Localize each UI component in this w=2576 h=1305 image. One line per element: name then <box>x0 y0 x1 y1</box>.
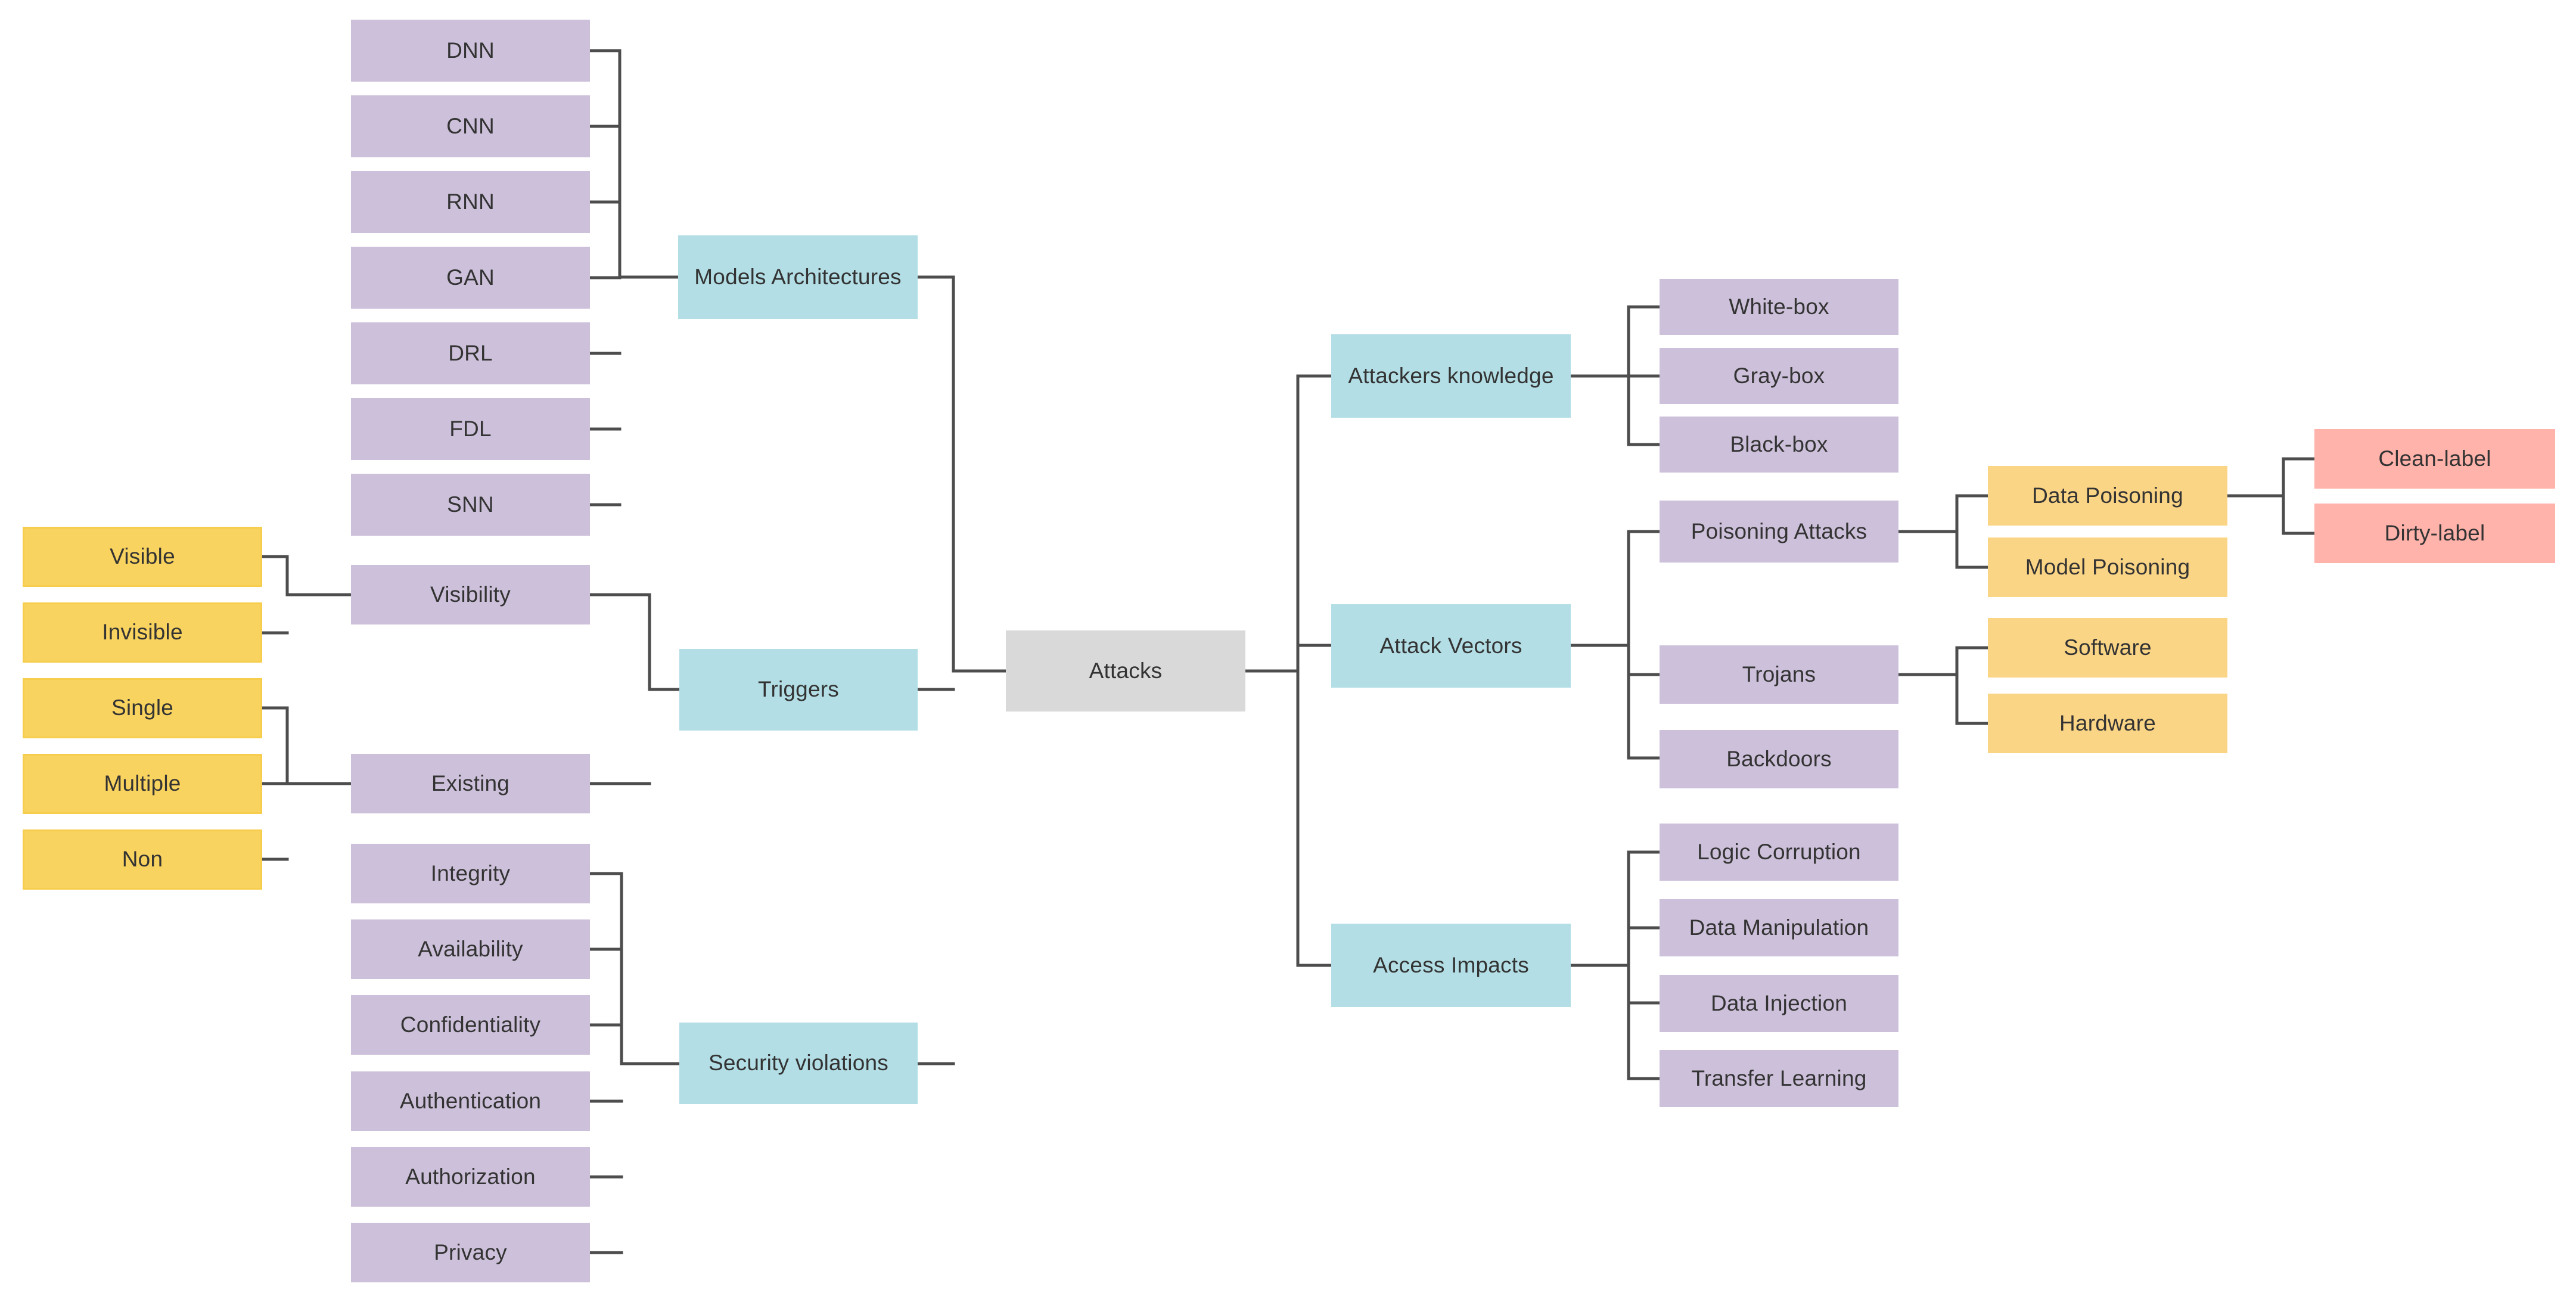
node-gray-box[interactable]: Gray-box <box>1660 348 1898 404</box>
edge-attacks-knowledge <box>1244 374 1333 673</box>
edge-models-attacks <box>916 275 1008 673</box>
node-authorization[interactable]: Authorization <box>351 1147 590 1207</box>
edge-knowledge-whitebox <box>1569 305 1661 378</box>
node-data-manipulation[interactable]: Data Manipulation <box>1660 899 1898 956</box>
node-non[interactable]: Non <box>23 829 262 890</box>
edge-dnn-models <box>588 49 680 279</box>
edge-visibility-triggers <box>588 593 681 691</box>
node-software[interactable]: Software <box>1988 618 2227 678</box>
node-logic-corruption[interactable]: Logic Corruption <box>1660 824 1898 881</box>
node-availability[interactable]: Availability <box>351 919 590 979</box>
node-access-impacts[interactable]: Access Impacts <box>1331 924 1571 1007</box>
node-backdoors[interactable]: Backdoors <box>1660 730 1898 788</box>
node-triggers[interactable]: Triggers <box>679 649 918 731</box>
node-data-poisoning[interactable]: Data Poisoning <box>1988 466 2227 526</box>
node-multiple[interactable]: Multiple <box>23 754 262 814</box>
node-trojans[interactable]: Trojans <box>1660 645 1898 704</box>
edge-vectors-poisoning <box>1569 530 1661 647</box>
edge-datapoisoning-cleanlabel <box>2226 457 2316 498</box>
node-models-architectures[interactable]: Models Architectures <box>678 235 918 319</box>
node-data-injection[interactable]: Data Injection <box>1660 975 1898 1032</box>
edge-single-existing <box>260 706 353 785</box>
node-white-box[interactable]: White-box <box>1660 279 1898 335</box>
node-privacy[interactable]: Privacy <box>351 1223 590 1282</box>
node-black-box[interactable]: Black-box <box>1660 417 1898 473</box>
node-security-violations[interactable]: Security violations <box>679 1023 918 1104</box>
edge-visible-visibility <box>260 555 353 596</box>
node-model-poisoning[interactable]: Model Poisoning <box>1988 537 2227 597</box>
node-authentication[interactable]: Authentication <box>351 1071 590 1131</box>
node-single[interactable]: Single <box>23 678 262 738</box>
node-hardware[interactable]: Hardware <box>1988 694 2227 753</box>
node-drl[interactable]: DRL <box>351 322 590 384</box>
edge-integrity-security <box>588 872 681 1065</box>
node-visible[interactable]: Visible <box>23 527 262 587</box>
edge-impacts-logiccorruption <box>1569 850 1661 967</box>
node-transfer-learning[interactable]: Transfer Learning <box>1660 1050 1898 1107</box>
node-cnn[interactable]: CNN <box>351 95 590 157</box>
node-dirty-label[interactable]: Dirty-label <box>2314 504 2555 563</box>
node-dnn[interactable]: DNN <box>351 20 590 82</box>
node-poisoning-attacks[interactable]: Poisoning Attacks <box>1660 501 1898 563</box>
node-rnn[interactable]: RNN <box>351 171 590 233</box>
node-invisible[interactable]: Invisible <box>23 602 262 663</box>
node-visibility[interactable]: Visibility <box>351 565 590 624</box>
node-attackers-knowledge[interactable]: Attackers knowledge <box>1331 334 1571 418</box>
node-snn[interactable]: SNN <box>351 474 590 536</box>
edge-poisoning-datapoisoning <box>1897 494 1990 533</box>
node-clean-label[interactable]: Clean-label <box>2314 429 2555 489</box>
edge-trojans-software <box>1897 646 1990 676</box>
node-attacks-root[interactable]: Attacks <box>1006 630 1245 711</box>
node-fdl[interactable]: FDL <box>351 398 590 460</box>
node-attack-vectors[interactable]: Attack Vectors <box>1331 604 1571 688</box>
node-integrity[interactable]: Integrity <box>351 844 590 903</box>
node-existing[interactable]: Existing <box>351 754 590 813</box>
node-confidentiality[interactable]: Confidentiality <box>351 995 590 1055</box>
node-gan[interactable]: GAN <box>351 247 590 309</box>
